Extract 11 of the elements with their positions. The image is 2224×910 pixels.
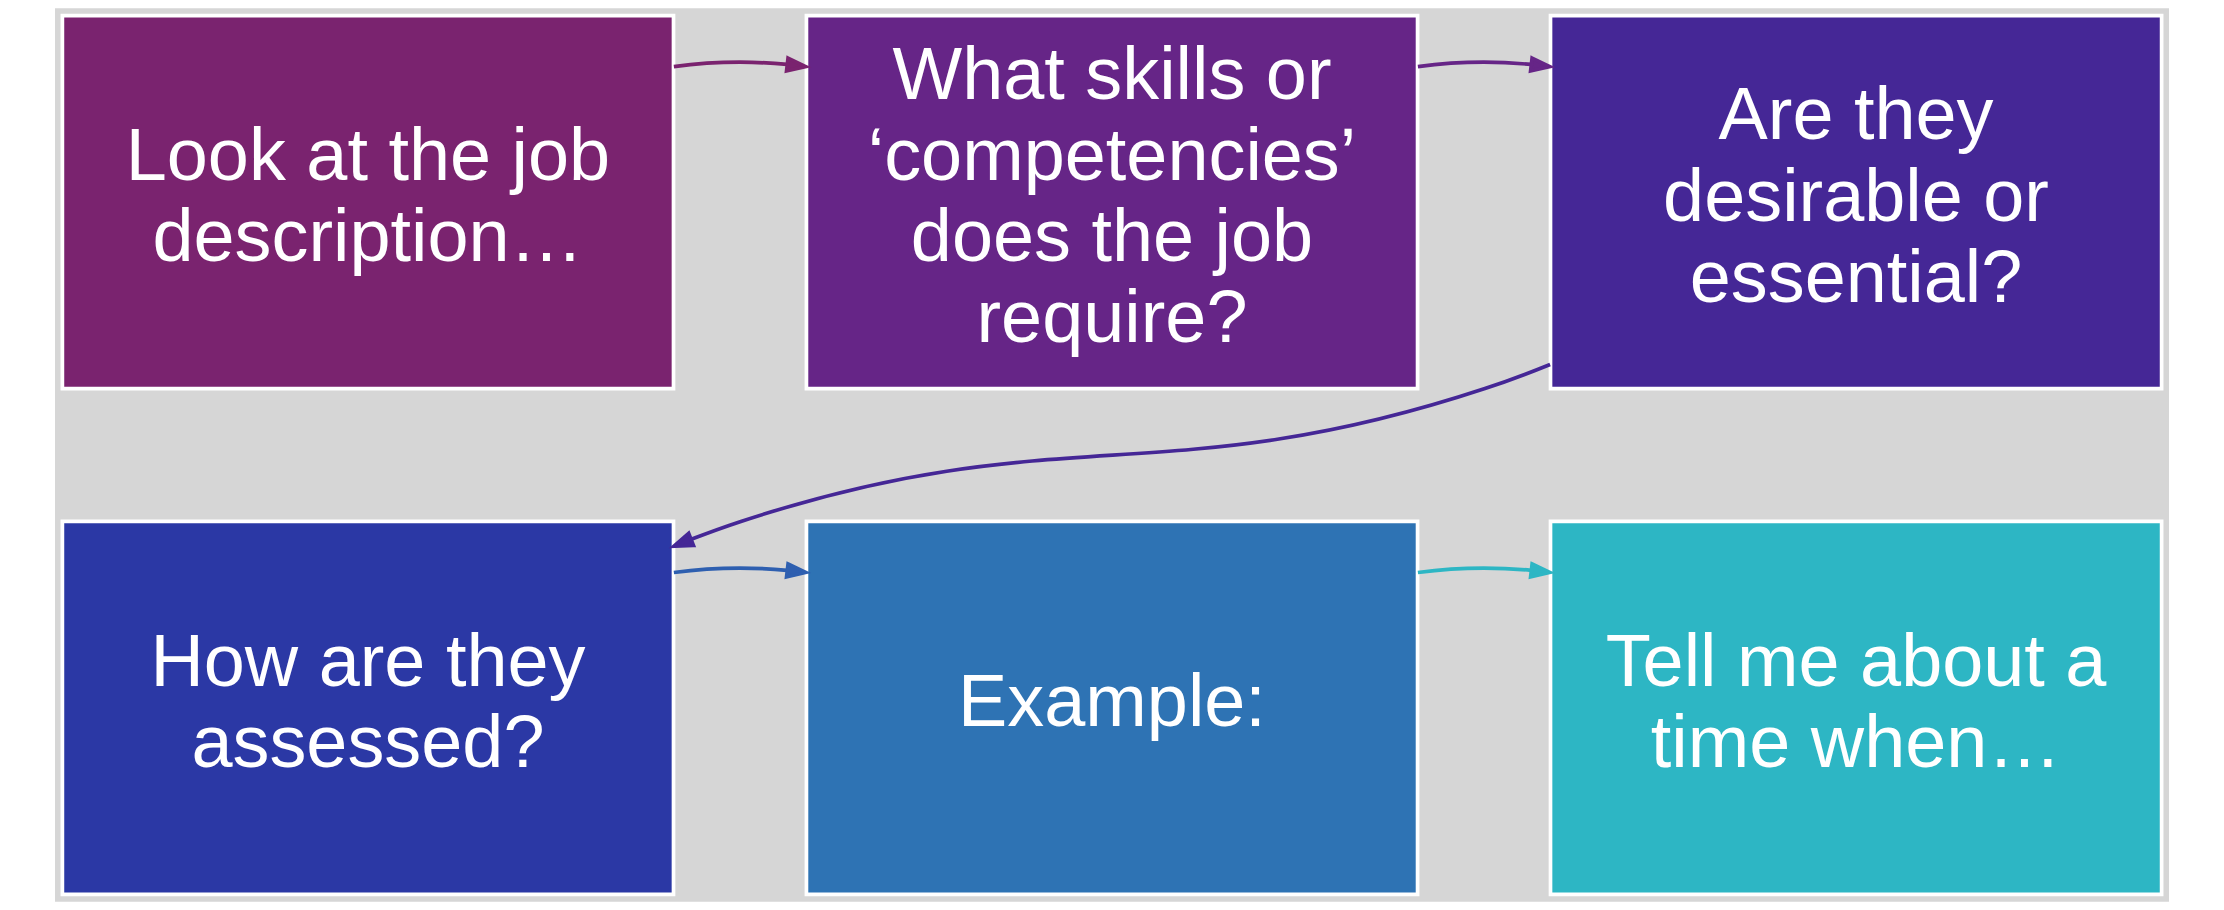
arrow <box>1417 561 1556 580</box>
node-box: Are they desirable or essential? <box>1548 13 2164 391</box>
node-box: Tell me about a time when… <box>1548 519 2164 897</box>
node-box: Look at the job description… <box>60 13 676 391</box>
arrow <box>1417 55 1556 74</box>
arrow <box>673 561 812 580</box>
node-box: Example: <box>804 519 1420 897</box>
arrow <box>668 362 1551 549</box>
node-box: What skills or ‘competencies’ does the job require? <box>804 13 1420 391</box>
arrow <box>673 55 812 74</box>
node-box: How are they assessed? <box>60 519 676 897</box>
